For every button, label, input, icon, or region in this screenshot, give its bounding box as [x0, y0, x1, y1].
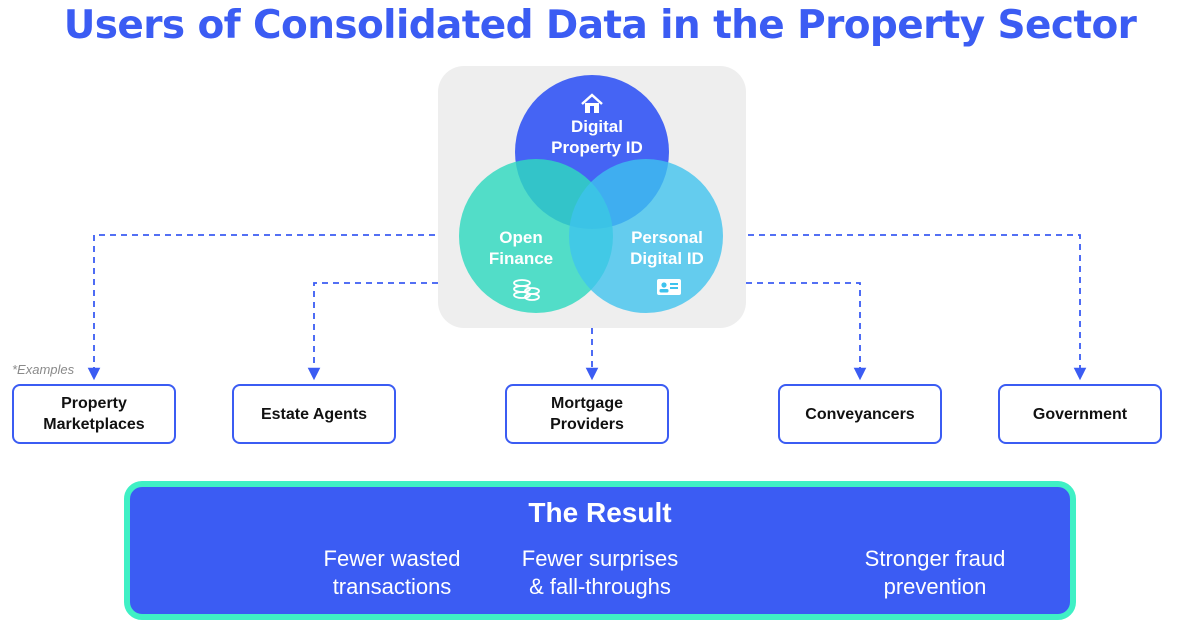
coins-icon	[513, 279, 540, 301]
result-item-fewer-surprises: Fewer surprises & fall-throughs	[521, 546, 679, 599]
user-box-estate-agents: Estate Agents	[232, 384, 396, 444]
connector-estate-agents	[307, 282, 438, 381]
user-label: Government	[1032, 405, 1128, 423]
venn-circle-personal-digital-id	[569, 159, 723, 313]
page-title: Users of Consolidated Data in the Proper…	[63, 3, 1137, 48]
result-panel: The Result Fewer wasted transactions Few…	[124, 481, 1076, 620]
house-icon	[581, 93, 603, 113]
result-title: The Result	[528, 497, 672, 528]
result-item-fraud-prevention: Stronger fraud prevention	[864, 546, 1006, 599]
examples-note: *Examples	[12, 362, 75, 377]
user-box-government: Government	[998, 384, 1162, 444]
connector-conveyancers	[746, 282, 867, 381]
venn-circle-open-finance	[459, 159, 613, 313]
user-label: Conveyancers	[805, 405, 915, 423]
connector-government	[748, 234, 1087, 381]
result-item-wasted-transactions: Fewer wasted transactions	[323, 546, 461, 599]
connector-property-marketplaces	[87, 234, 435, 381]
user-label: Estate Agents	[260, 405, 368, 423]
id-card-icon	[657, 279, 681, 295]
user-box-conveyancers: Conveyancers	[778, 384, 942, 444]
